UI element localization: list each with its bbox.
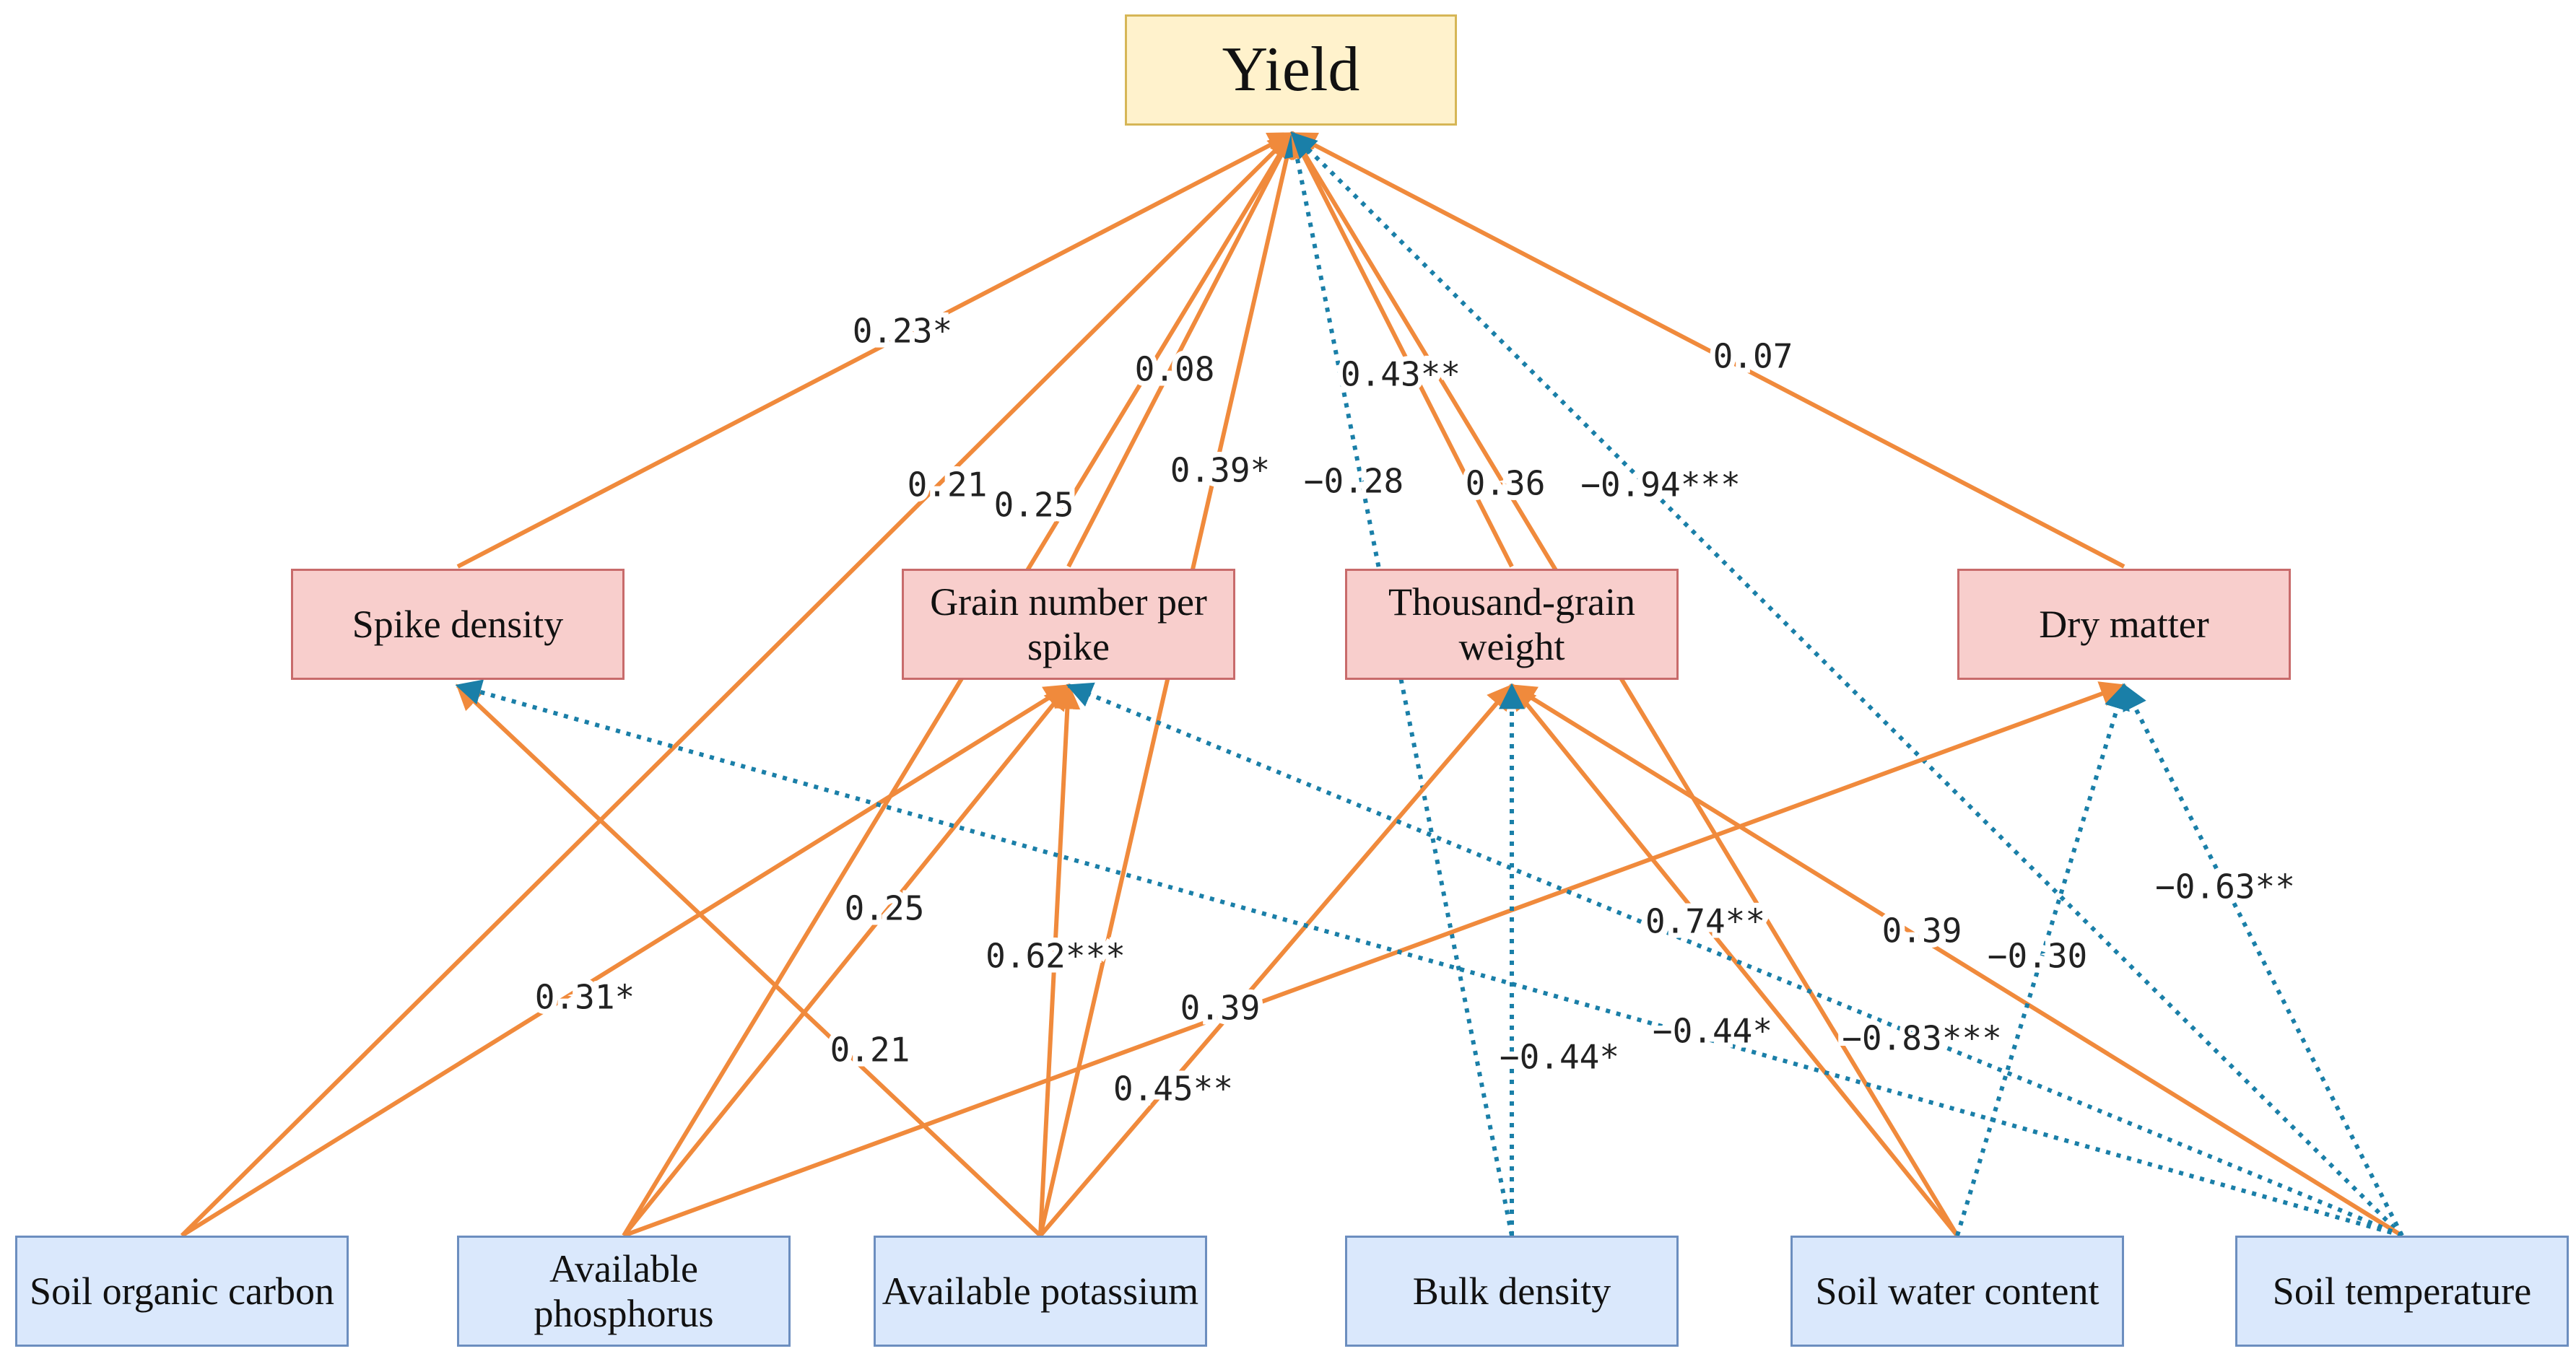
path-arrow-available-phosphorus-to-yield <box>622 131 1294 1237</box>
path-coefficient-spike-density-to-yield: 0.23* <box>853 312 952 351</box>
node-available-phosphorus-label: Available phosphorus <box>534 1246 714 1335</box>
path-coefficient-available-potassium-to-spike-density: 0.21 <box>830 1031 910 1070</box>
node-yield-label: Yield <box>1222 35 1360 105</box>
path-coefficient-available-potassium-to-yield: 0.39* <box>1170 451 1270 490</box>
path-coefficient-thousand-grain-to-yield: 0.43** <box>1341 355 1461 394</box>
path-arrow-soil-temperature-to-spike-density <box>455 679 2403 1238</box>
path-arrow-soil-organic-carbon-to-grain-number <box>180 683 1071 1238</box>
node-dry-matter-label: Dry matter <box>2039 602 2209 646</box>
node-bulk-density-label: Bulk density <box>1412 1269 1611 1313</box>
node-soil-water-content: Soil water content <box>1790 1236 2124 1347</box>
path-arrow-grain-number-to-yield <box>1066 131 1294 568</box>
path-arrow-soil-temperature-to-dry-matter <box>2122 683 2404 1237</box>
path-coefficient-available-phosphorus-to-dry-matter: 0.39 <box>1180 989 1261 1028</box>
path-arrow-spike-density-to-yield <box>456 131 1295 569</box>
node-thousand-grain-label: Thousand-grain weight <box>1388 580 1635 668</box>
path-arrow-soil-temperature-to-grain-number <box>1066 682 2403 1238</box>
path-arrow-soil-organic-carbon-to-yield <box>180 131 1294 1238</box>
path-coefficient-soil-organic-carbon-to-yield: 0.21 <box>908 466 988 504</box>
path-coefficient-soil-temperature-to-yield: −0.94*** <box>1580 466 1741 504</box>
node-soil-temperature-label: Soil temperature <box>2272 1269 2532 1313</box>
path-arrow-soil-temperature-to-thousand-grain <box>1509 683 2403 1238</box>
path-arrow-soil-water-content-to-thousand-grain <box>1510 683 1959 1237</box>
path-arrow-soil-temperature-to-yield <box>1290 131 2404 1238</box>
path-coefficient-available-phosphorus-to-yield: 0.25 <box>994 486 1074 525</box>
node-spike-density: Spike density <box>291 569 625 680</box>
node-spike-density-label: Spike density <box>352 602 564 646</box>
path-arrow-available-potassium-to-yield <box>1038 131 1300 1236</box>
node-soil-temperature: Soil temperature <box>2235 1236 2569 1347</box>
path-coefficient-bulk-density-to-yield: −0.28 <box>1304 462 1404 501</box>
node-available-potassium-label: Available potassium <box>882 1269 1199 1313</box>
path-coefficient-bulk-density-to-thousand-grain: −0.44* <box>1500 1038 1619 1077</box>
path-coefficient-soil-temperature-to-spike-density: −0.44* <box>1653 1012 1772 1051</box>
path-arrow-thousand-grain-to-yield <box>1290 131 1514 568</box>
path-arrow-dry-matter-to-yield <box>1289 131 2125 569</box>
path-arrow-available-phosphorus-to-grain-number <box>622 683 1071 1237</box>
node-grain-number-label: Grain number per spike <box>930 580 1207 668</box>
node-soil-organic-carbon-label: Soil organic carbon <box>30 1269 334 1313</box>
path-coefficient-soil-temperature-to-grain-number: −0.83*** <box>1842 1019 2002 1058</box>
node-available-potassium: Available potassium <box>874 1236 1207 1347</box>
path-arrow-available-phosphorus-to-dry-matter <box>622 681 2127 1238</box>
node-soil-organic-carbon: Soil organic carbon <box>15 1236 349 1347</box>
path-arrow-bulk-density-to-yield <box>1284 131 1514 1236</box>
path-coefficient-soil-water-content-to-thousand-grain: 0.74** <box>1645 902 1765 941</box>
path-arrow-available-potassium-to-spike-density <box>456 683 1043 1238</box>
node-thousand-grain: Thousand-grain weight <box>1345 569 1679 680</box>
path-coefficient-available-phosphorus-to-grain-number: 0.25 <box>845 889 925 928</box>
node-yield: Yield <box>1125 14 1457 126</box>
node-grain-number: Grain number per spike <box>902 569 1235 680</box>
node-dry-matter: Dry matter <box>1957 569 2291 680</box>
path-coefficient-soil-water-content-to-yield: 0.36 <box>1466 464 1546 503</box>
node-soil-water-content-label: Soil water content <box>1815 1269 2099 1313</box>
path-coefficient-grain-number-to-yield: 0.08 <box>1135 350 1215 389</box>
path-coefficient-soil-temperature-to-thousand-grain: 0.39 <box>1882 912 1962 951</box>
path-arrow-soil-water-content-to-yield <box>1290 131 1959 1237</box>
path-coefficient-soil-organic-carbon-to-grain-number: 0.31* <box>535 978 635 1017</box>
node-bulk-density: Bulk density <box>1345 1236 1679 1347</box>
path-coefficient-soil-temperature-to-dry-matter: −0.63** <box>2155 868 2295 906</box>
path-arrow-available-potassium-to-grain-number <box>1038 683 1081 1236</box>
path-arrow-soil-water-content-to-dry-matter <box>1955 683 2130 1236</box>
path-coefficient-available-potassium-to-grain-number: 0.62*** <box>985 937 1126 976</box>
path-arrow-available-potassium-to-thousand-grain <box>1038 683 1514 1237</box>
path-coefficient-soil-water-content-to-dry-matter: −0.30 <box>1988 937 2087 976</box>
node-available-phosphorus: Available phosphorus <box>457 1236 791 1347</box>
path-coefficient-dry-matter-to-yield: 0.07 <box>1713 337 1793 376</box>
path-coefficient-available-potassium-to-thousand-grain: 0.45** <box>1113 1070 1233 1109</box>
